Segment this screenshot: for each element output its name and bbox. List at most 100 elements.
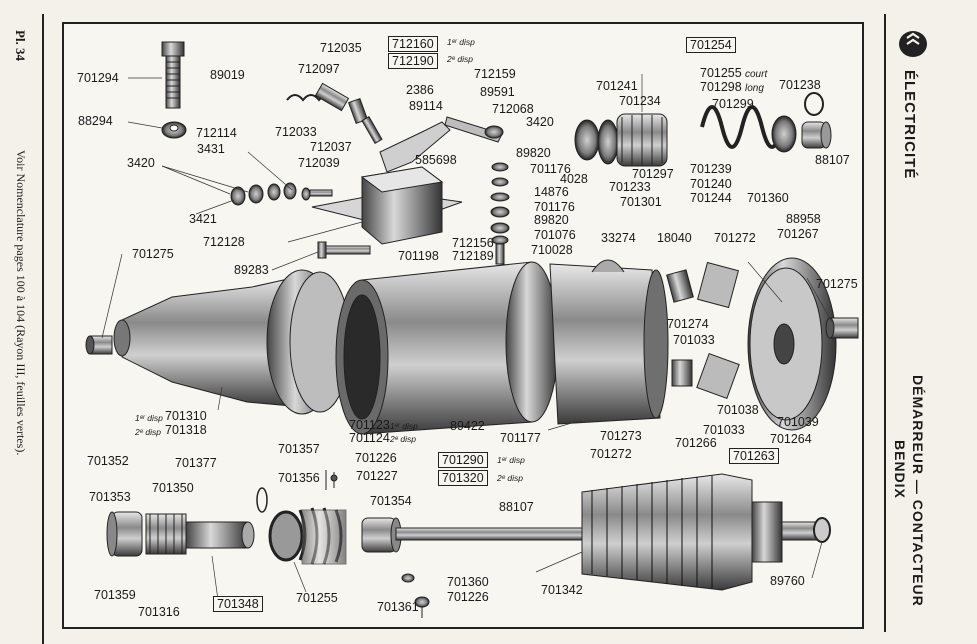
label-701124: 701124 xyxy=(349,431,390,445)
label-89591: 89591 xyxy=(480,85,515,99)
label-712190: 712190 xyxy=(388,53,438,69)
label-701239: 701239 xyxy=(690,162,732,176)
label-701176-top: 701176 xyxy=(530,162,571,176)
label-701038: 701038 xyxy=(717,403,759,417)
washer-stack xyxy=(490,162,510,265)
label-712156: 712156 xyxy=(452,236,494,250)
label-33274: 33274 xyxy=(601,231,636,245)
label-701273: 701273 xyxy=(600,429,642,443)
label-701244: 701244 xyxy=(690,191,732,205)
label-88294: 88294 xyxy=(78,114,113,128)
label-701350: 701350 xyxy=(152,481,194,495)
label-701272-top: 701272 xyxy=(714,231,756,245)
label-89760: 89760 xyxy=(770,574,805,588)
double-chevron-logo-icon xyxy=(899,31,927,57)
label-701316: 701316 xyxy=(138,605,180,619)
label-712097: 712097 xyxy=(298,62,340,76)
label-701318-disp: 2ᵉ disp xyxy=(135,427,161,437)
label-701318: 701318 xyxy=(165,423,207,437)
label-712114: 712114 xyxy=(196,126,237,140)
label-701177: 701177 xyxy=(500,431,541,445)
leader-lines xyxy=(101,74,833,601)
label-712189: 712189 xyxy=(452,249,494,263)
label-701290: 701290 xyxy=(438,452,488,468)
label-701240: 701240 xyxy=(690,177,732,191)
label-701226-bottom: 701226 xyxy=(447,590,489,604)
label-712128: 712128 xyxy=(203,235,245,249)
armature-shaft xyxy=(395,527,597,541)
page-title-line1: DÉMARREUR — CONTACTEUR xyxy=(910,375,926,607)
label-701238: 701238 xyxy=(779,78,821,92)
label-701272-bottom: 701272 xyxy=(590,447,632,461)
label-89114: 89114 xyxy=(409,99,443,113)
label-701076: 701076 xyxy=(534,228,576,242)
label-712033: 712033 xyxy=(275,125,317,139)
bolt-89283 xyxy=(317,241,371,259)
label-701353: 701353 xyxy=(89,490,131,504)
label-701294: 701294 xyxy=(77,71,119,85)
yoke-field-frame-701123 xyxy=(335,261,559,435)
label-701227: 701227 xyxy=(356,469,398,483)
label-712160-disp: 1ᵉʳ disp xyxy=(447,37,475,47)
label-701298: 701298 xyxy=(700,80,742,94)
label-701310-disp: 1ᵉʳ disp xyxy=(135,413,163,423)
commutator-end-plate-701263 xyxy=(747,257,837,431)
label-89422: 89422 xyxy=(450,419,485,433)
label-701357: 701357 xyxy=(278,442,320,456)
label-14876: 14876 xyxy=(534,185,569,199)
label-701198: 701198 xyxy=(398,249,439,263)
label-701377: 701377 xyxy=(175,456,217,470)
label-701255: 701255 xyxy=(700,66,742,80)
label-701255-bottom: 701255 xyxy=(296,591,338,605)
label-701176-bottom: 701176 xyxy=(534,200,575,214)
label-701039: 701039 xyxy=(777,415,819,429)
label-18040: 18040 xyxy=(657,231,692,245)
label-701320-disp: 2ᵉ disp xyxy=(497,473,523,483)
section-heading: ÉLECTRICITÉ xyxy=(901,70,918,180)
label-701348: 701348 xyxy=(213,596,263,612)
ring-701357 xyxy=(256,487,268,513)
label-701342: 701342 xyxy=(541,583,583,597)
label-701123: 701123 xyxy=(349,418,390,432)
label-701360-bottom: 701360 xyxy=(447,575,489,589)
label-3431: 3431 xyxy=(197,142,225,156)
drive-pinion-701254 xyxy=(574,113,668,167)
plunger-712097 xyxy=(314,82,369,125)
label-3421: 3421 xyxy=(189,212,217,226)
label-2386: 2386 xyxy=(406,83,434,97)
label-701301: 701301 xyxy=(620,195,662,209)
bushing-701275-left xyxy=(85,335,113,355)
label-89820-bottom: 89820 xyxy=(534,213,569,227)
label-701226-top: 701226 xyxy=(355,451,397,465)
label-89283: 89283 xyxy=(234,263,269,277)
label-701275-right: 701275 xyxy=(816,277,858,291)
label-712160: 712160 xyxy=(388,36,438,52)
label-701290-disp: 1ᵉʳ disp xyxy=(497,455,525,465)
label-710028: 710028 xyxy=(531,243,573,257)
label-712159: 712159 xyxy=(474,67,516,81)
terminal-washers xyxy=(230,182,333,206)
label-701255-court: court xyxy=(745,69,768,80)
label-701310: 701310 xyxy=(165,409,207,423)
label-89820-top: 89820 xyxy=(516,146,551,160)
armature-701342 xyxy=(581,473,831,591)
label-701241: 701241 xyxy=(596,79,638,93)
collar-701299 xyxy=(771,115,832,153)
nut-88294 xyxy=(161,121,187,139)
label-585698: 585698 xyxy=(415,153,457,167)
label-701352: 701352 xyxy=(87,454,129,468)
label-701354: 701354 xyxy=(370,494,412,508)
label-701356: 701356 xyxy=(278,471,320,485)
label-712037: 712037 xyxy=(310,140,352,154)
coupling-701354 xyxy=(361,517,402,553)
drive-end-housing-701310 xyxy=(113,269,351,415)
label-89019: 89019 xyxy=(210,68,245,82)
label-701267: 701267 xyxy=(777,227,819,241)
label-701123-disp: 1ᵉʳ disp xyxy=(390,421,418,431)
label-4028: 4028 xyxy=(560,172,588,186)
spring-701255 xyxy=(700,105,784,149)
bushing-701275-right xyxy=(825,317,859,339)
label-701360-top: 701360 xyxy=(747,191,789,205)
label-701033-bottom: 701033 xyxy=(703,423,745,437)
